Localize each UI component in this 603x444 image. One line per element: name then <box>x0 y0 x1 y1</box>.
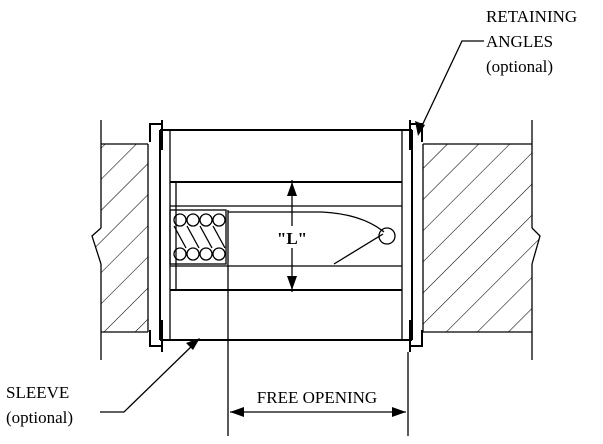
retaining-angles-callout: RETAINING ANGLES (optional) <box>415 7 577 136</box>
retaining-angles <box>149 120 423 352</box>
damper-frame <box>170 181 402 291</box>
right-wall <box>422 120 541 360</box>
dimension-L: "L" <box>277 180 307 292</box>
dimension-L-label: "L" <box>277 229 307 248</box>
retaining-angles-label-line-3: (optional) <box>486 57 553 76</box>
free-opening-dimension: FREE OPENING <box>227 290 409 436</box>
retaining-angles-label-line-1: RETAINING <box>486 7 577 26</box>
sleeve-callout: SLEEVE (optional) <box>6 338 200 427</box>
left-wall <box>91 120 149 360</box>
closure-mechanism <box>228 211 396 265</box>
folded-blade-pack <box>169 209 229 290</box>
retaining-angles-label-line-2: ANGLES <box>486 32 553 51</box>
free-opening-label: FREE OPENING <box>257 388 377 407</box>
sleeve-label-line-1: SLEEVE <box>6 383 69 402</box>
sleeve-label-line-2: (optional) <box>6 408 73 427</box>
